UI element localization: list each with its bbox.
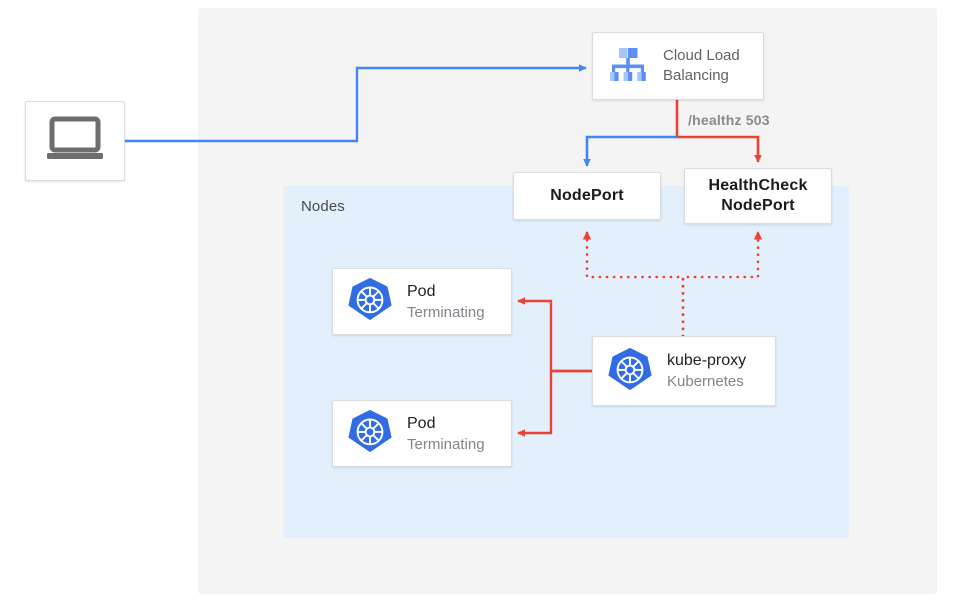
healthcheck-nodeport-label-line2: NodePort: [721, 197, 795, 214]
nodeport-label: NodePort: [550, 187, 624, 204]
nodes-region-label: Nodes: [301, 198, 345, 215]
healthcheck-nodeport-label-line1: HealthCheck: [708, 177, 808, 194]
laptop-icon: [44, 116, 106, 167]
kube-proxy-sublabel: Kubernetes: [667, 373, 744, 390]
kube-proxy-label: kube-proxy: [667, 352, 747, 369]
pod-2-status: Terminating: [407, 435, 485, 453]
cloud-load-balancing-icon: [605, 41, 651, 92]
pod-node-2[interactable]: Pod Terminating: [332, 400, 512, 467]
pod-2-label: Pod: [407, 414, 436, 432]
cloud-load-balancing-node[interactable]: Cloud Load Balancing: [592, 32, 764, 100]
kubernetes-icon: [607, 346, 653, 397]
healthz-edge-label: /healthz 503: [688, 112, 770, 128]
pod-node-1[interactable]: Pod Terminating: [332, 268, 512, 335]
kubernetes-icon: [347, 408, 393, 459]
pod-1-status: Terminating: [407, 303, 485, 321]
kube-proxy-node[interactable]: kube-proxy Kubernetes: [592, 336, 776, 406]
kubernetes-icon: [347, 276, 393, 327]
pod-1-label: Pod: [407, 282, 436, 300]
healthcheck-nodeport-node[interactable]: HealthCheck NodePort: [684, 168, 832, 224]
cloud-load-balancing-label-line1: Cloud Load: [663, 47, 740, 64]
cloud-load-balancing-label-line2: Balancing: [663, 67, 729, 84]
nodeport-node[interactable]: NodePort: [513, 172, 661, 220]
client-node[interactable]: [25, 101, 125, 181]
